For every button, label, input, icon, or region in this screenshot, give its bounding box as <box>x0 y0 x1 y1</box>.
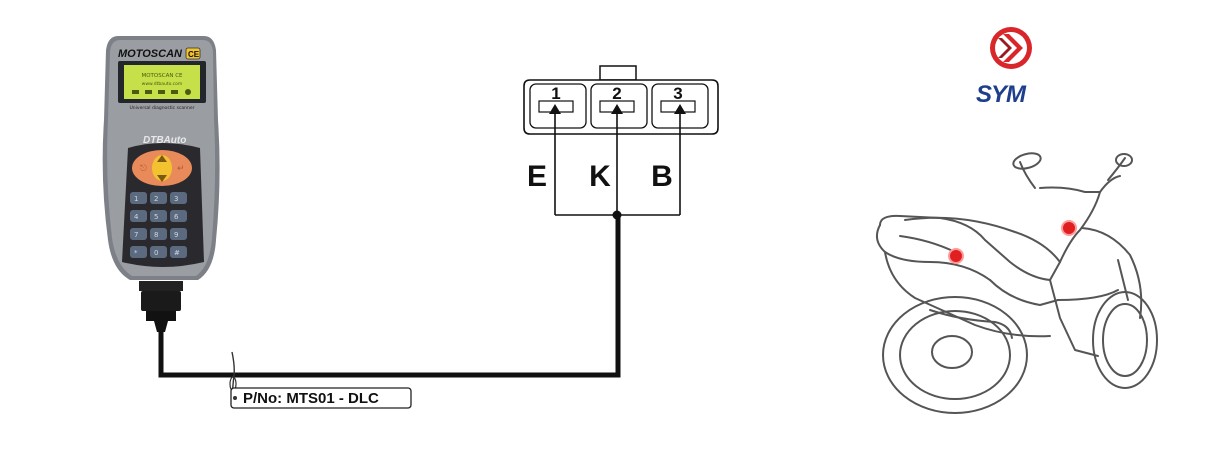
key-label: 3 <box>174 195 178 203</box>
screen-icons <box>132 89 191 95</box>
key-label: 1 <box>134 195 138 203</box>
key-label: 9 <box>174 231 178 239</box>
nav-up-icon <box>157 155 167 162</box>
key-button[interactable] <box>150 192 167 204</box>
screen-line-2: www.dtbauto.com <box>142 81 183 87</box>
key-label: 8 <box>154 231 158 239</box>
nav-center-button[interactable] <box>152 155 172 181</box>
key-label: 6 <box>174 213 179 221</box>
key-button[interactable] <box>170 228 187 240</box>
key-button[interactable] <box>130 228 147 240</box>
sym-logo: SYM <box>976 27 1032 108</box>
key-button[interactable] <box>130 246 147 258</box>
left-mirror <box>1012 152 1042 170</box>
key-label: # <box>174 249 180 257</box>
ce-badge: CE <box>188 50 200 59</box>
pin-number-2: 2 <box>612 84 621 103</box>
part-number-label: P/No: MTS01 - DLC <box>243 390 379 407</box>
signal-label-b: B <box>651 160 673 193</box>
scanner-subtitle: Universal diagnostic scanner <box>130 105 195 111</box>
maker-logo: DTBAuto <box>143 135 186 146</box>
key-label: * <box>134 249 138 257</box>
enter-icon: ↵ <box>177 164 185 174</box>
dlc-location-marker-rear <box>948 248 964 264</box>
key-label: 4 <box>134 213 139 221</box>
arrow-pin-2-icon <box>611 104 623 114</box>
key-button[interactable] <box>150 246 167 258</box>
junction-dot <box>612 210 622 220</box>
dlc-location-marker-front <box>1061 220 1077 236</box>
key-label: 7 <box>134 231 138 239</box>
pin-number-3: 3 <box>673 84 682 103</box>
part-number-tag <box>230 387 412 409</box>
nav-down-icon <box>157 175 167 182</box>
signal-label-e: E <box>527 160 547 193</box>
cable-wire <box>158 213 621 378</box>
key-button[interactable] <box>170 210 187 222</box>
key-button[interactable] <box>130 210 147 222</box>
key-button[interactable] <box>150 228 167 240</box>
right-mirror <box>1115 153 1133 167</box>
signal-label-k: K <box>589 160 611 193</box>
motoscan-scanner: MOTOSCAN CE MOTOSCAN CE www.dtbauto.com … <box>102 36 220 332</box>
key-label: 5 <box>154 213 158 221</box>
key-label: 0 <box>154 249 158 257</box>
pin-number-1: 1 <box>551 84 560 103</box>
esc-icon: ⎋ <box>140 164 147 174</box>
key-button[interactable] <box>170 192 187 204</box>
key-button[interactable] <box>170 246 187 258</box>
scooter-illustration <box>875 152 1158 414</box>
key-label: 2 <box>154 195 158 203</box>
key-button[interactable] <box>130 192 147 204</box>
keypad-keys: 1 2 3 4 5 6 7 8 9 * 0 # <box>130 192 187 258</box>
rear-wheel <box>882 296 1028 414</box>
diagnostic-connector: 1 2 3 E K B <box>523 65 719 220</box>
sym-wordmark: SYM <box>976 81 1027 108</box>
key-button[interactable] <box>150 210 167 222</box>
arrow-pin-1-icon <box>549 104 561 114</box>
obd-plug <box>141 291 181 311</box>
screen-line-1: MOTOSCAN CE <box>141 73 183 79</box>
scanner-brand: MOTOSCAN <box>118 48 183 60</box>
diagnostic-cable: P/No: MTS01 - DLC <box>158 213 621 409</box>
arrow-pin-3-icon <box>674 104 686 114</box>
